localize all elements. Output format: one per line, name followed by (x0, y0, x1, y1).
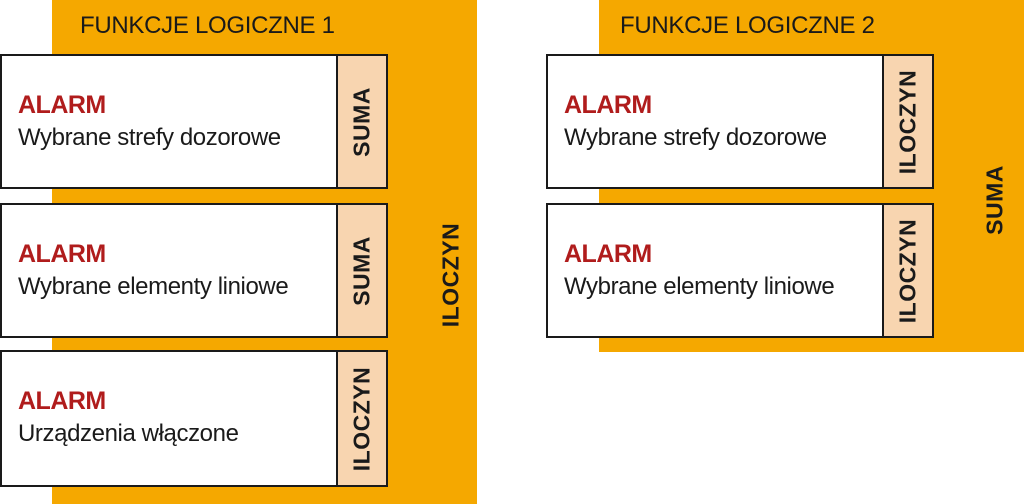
condition-box: ALARM Urządzenia włączone ILOCZYN (0, 350, 388, 487)
condition-description: Wybrane strefy dozorowe (18, 124, 281, 151)
alarm-label: ALARM (564, 91, 652, 119)
alarm-label: ALARM (18, 91, 106, 119)
operator-label: SUMA (348, 86, 375, 157)
operator-tag: ILOCZYN (882, 56, 932, 187)
operator-label: ILOCZYN (894, 218, 921, 323)
condition-box: ALARM Wybrane elementy liniowe ILOCZYN (546, 203, 934, 338)
operator-label: ILOCZYN (894, 69, 921, 174)
operator-tag: ILOCZYN (882, 205, 932, 336)
logic-function-2-title: FUNKCJE LOGICZNE 2 (620, 12, 875, 39)
alarm-label: ALARM (564, 240, 652, 268)
condition-box: ALARM Wybrane strefy dozorowe ILOCZYN (546, 54, 934, 189)
logic-function-2-combine-label: SUMA (981, 165, 1008, 235)
condition-description: Urządzenia włączone (18, 420, 239, 447)
operator-tag: SUMA (336, 205, 386, 336)
condition-description: Wybrane strefy dozorowe (564, 124, 827, 151)
condition-description: Wybrane elementy liniowe (18, 273, 289, 300)
operator-label: ILOCZYN (348, 366, 375, 471)
operator-label: SUMA (348, 235, 375, 306)
condition-box: ALARM Wybrane elementy liniowe SUMA (0, 203, 388, 338)
logic-function-1-combine-label: ILOCZYN (437, 222, 464, 328)
condition-box: ALARM Wybrane strefy dozorowe SUMA (0, 54, 388, 189)
operator-tag: SUMA (336, 56, 386, 187)
operator-tag: ILOCZYN (336, 352, 386, 485)
condition-description: Wybrane elementy liniowe (564, 273, 835, 300)
alarm-label: ALARM (18, 240, 106, 268)
logic-function-1-title: FUNKCJE LOGICZNE 1 (80, 12, 335, 39)
alarm-label: ALARM (18, 387, 106, 415)
